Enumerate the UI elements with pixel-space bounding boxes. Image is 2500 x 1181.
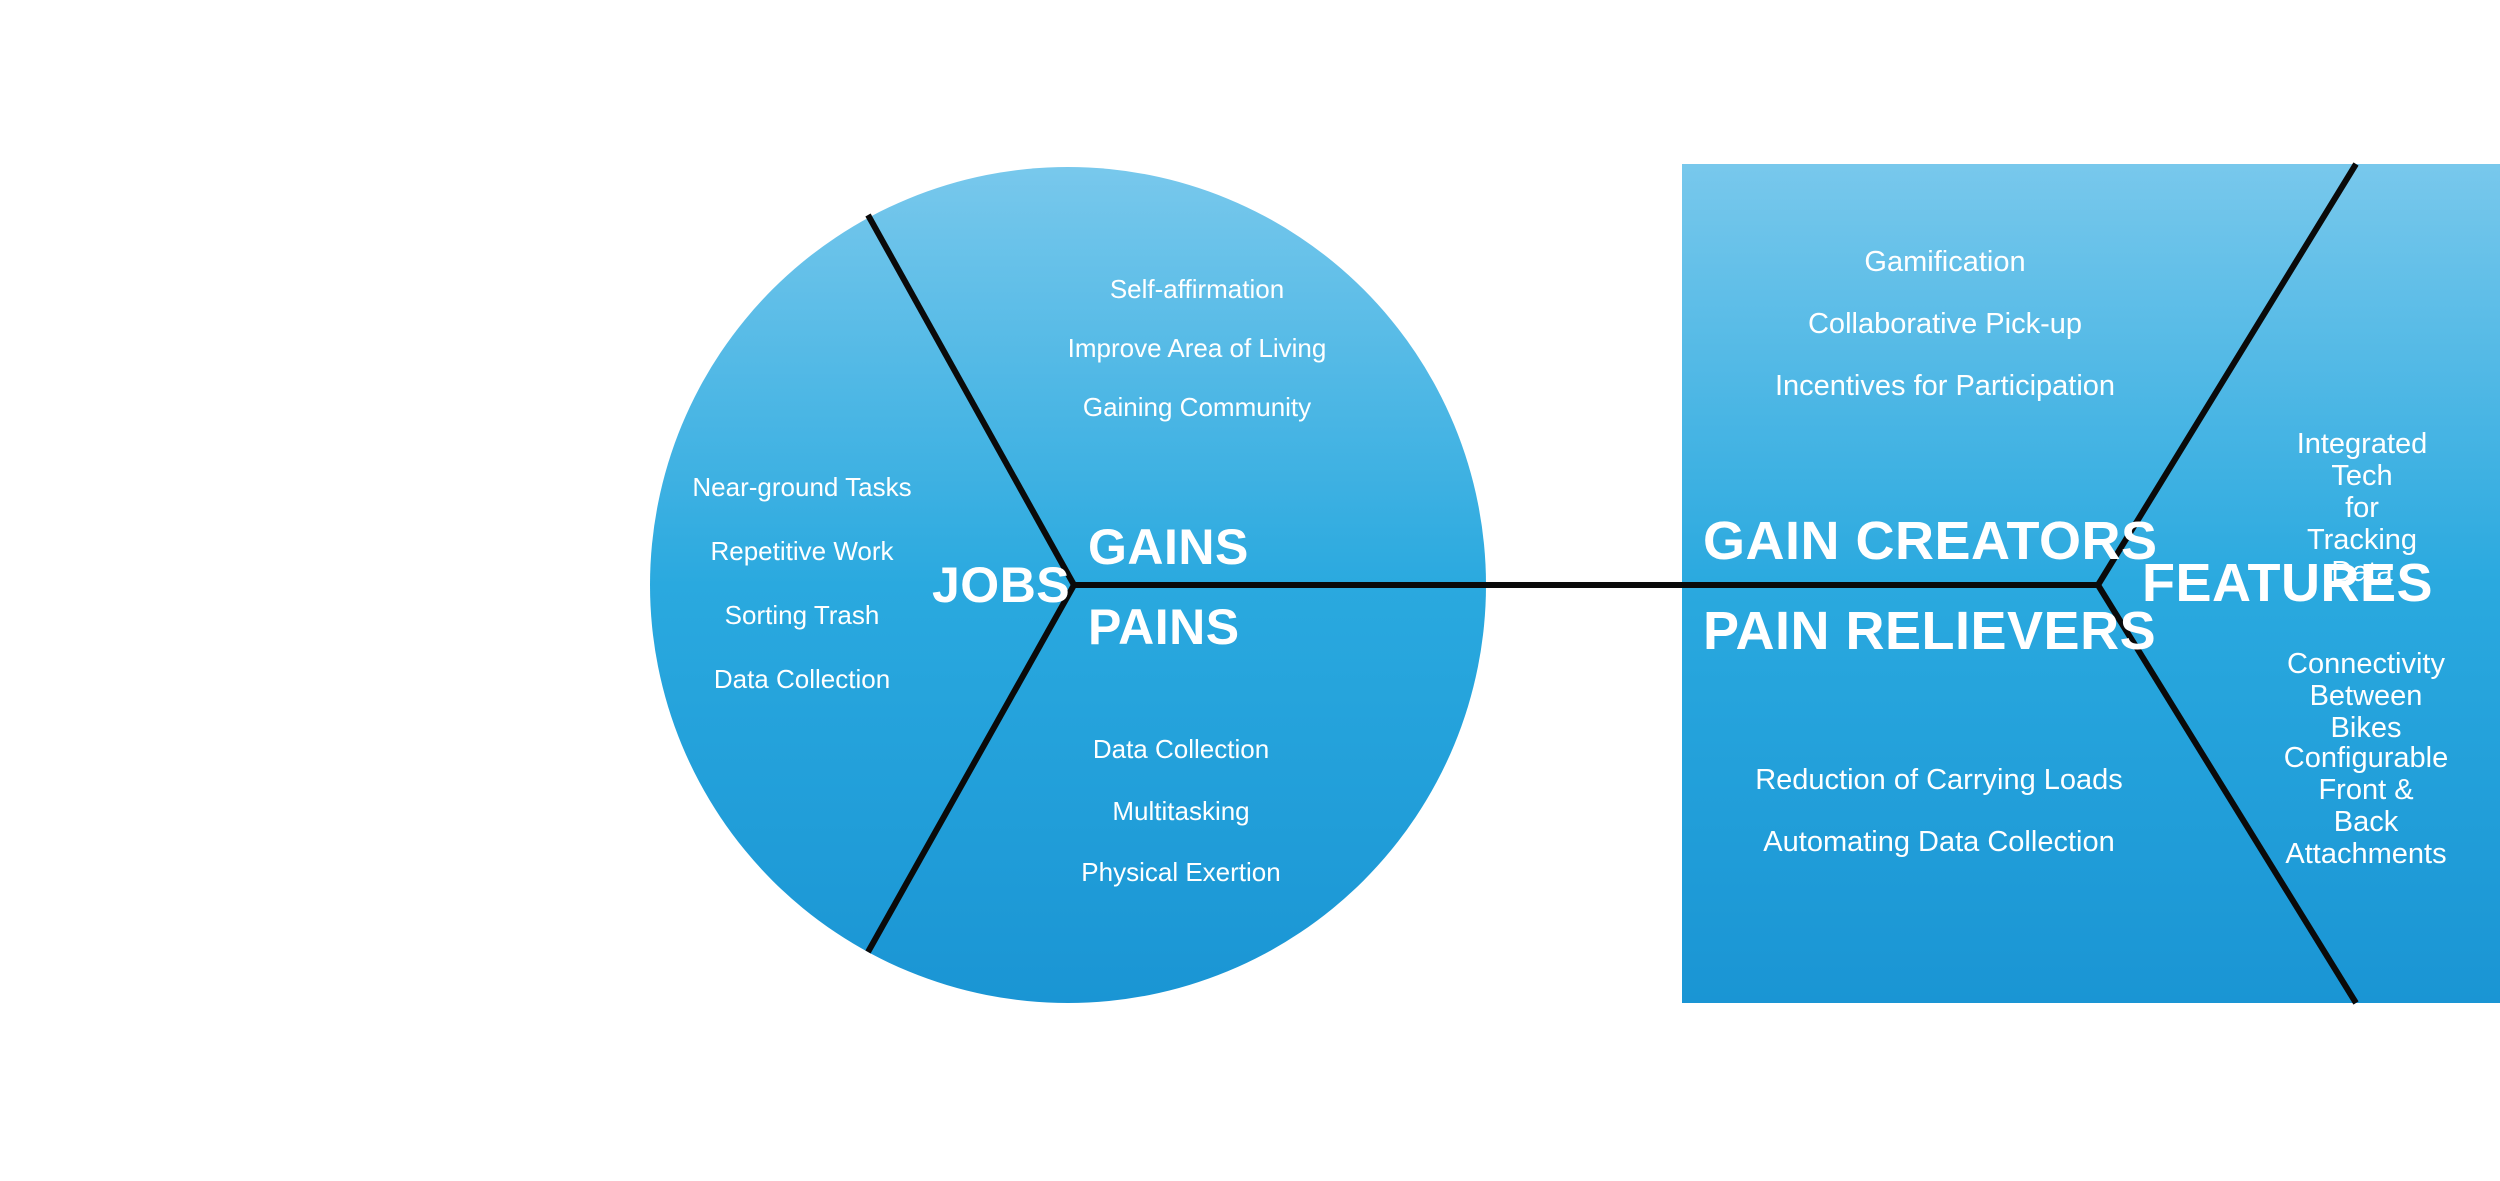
pain-item: Multitasking (1112, 796, 1250, 826)
gain-item: Improve Area of Living (1067, 333, 1327, 363)
square-divider-upper (2095, 162, 2359, 587)
job-item: Sorting Trash (724, 600, 880, 630)
gain-creator-item: Collaborative Pick-up (1807, 308, 2083, 340)
gain-creator-item: Gamification (1864, 246, 2026, 278)
gain-creators-heading: GAIN CREATORS (1703, 511, 2158, 571)
features-heading: FEATURES (2142, 553, 2434, 613)
jobs-heading: JOBS (932, 557, 1071, 613)
pain-reliever-item: Reduction of Carrying Loads (1755, 764, 2123, 796)
circle-divider-lower (865, 583, 1077, 954)
pain-relievers-heading: PAIN RELIEVERS (1703, 601, 2157, 661)
gain-creator-item: Incentives for Participation (1774, 370, 2116, 402)
circle-divider-upper (865, 213, 1077, 587)
gain-item: Gaining Community (1082, 392, 1312, 422)
feature-item: Connectivity Between Bikes (2287, 648, 2445, 744)
pains-heading: PAINS (1088, 599, 1240, 655)
pain-item: Physical Exertion (1081, 857, 1281, 887)
feature-item: Configurable Front & Back Attachments (2283, 742, 2449, 870)
square-divider-lower (2095, 583, 2359, 1005)
job-item: Repetitive Work (710, 536, 894, 566)
gain-item: Self-affirmation (1109, 274, 1285, 304)
pain-reliever-item: Automating Data Collection (1763, 826, 2115, 858)
pain-item: Data Collection (1092, 734, 1270, 764)
customer-profile-circle (650, 167, 1486, 1003)
job-item: Near-ground Tasks (692, 472, 912, 502)
job-item: Data Collection (713, 664, 891, 694)
gains-heading: GAINS (1088, 519, 1249, 575)
feature-item: Integrated Tech for Tracking Data (2296, 428, 2428, 588)
